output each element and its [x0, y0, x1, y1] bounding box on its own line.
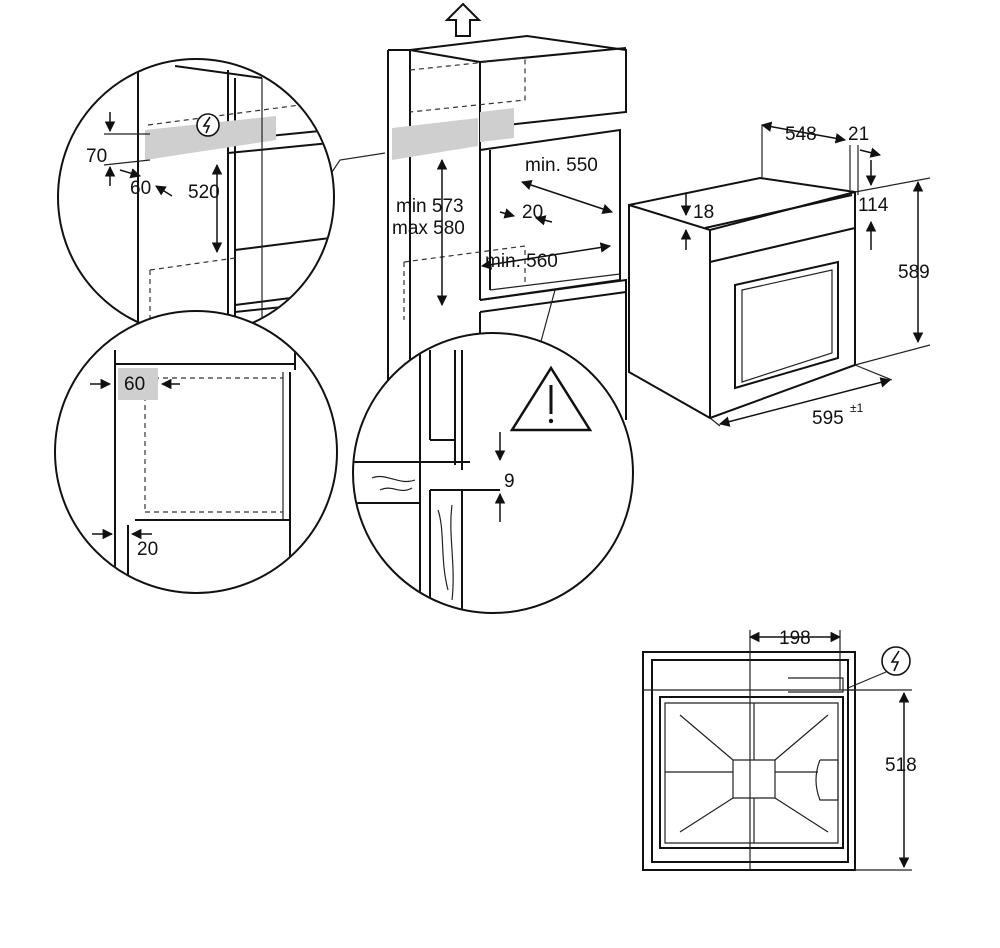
dim-520: 520	[188, 182, 220, 203]
dim-20-low: 20	[137, 539, 158, 560]
power-symbol-icon-rear	[847, 646, 911, 689]
dim-gap-20: 20	[522, 202, 543, 223]
dim-70: 70	[86, 146, 107, 167]
dim-18: 18	[693, 202, 714, 223]
dim-9: 9	[504, 471, 515, 492]
dim-min-height: min 573	[396, 196, 464, 217]
up-arrow-icon	[444, 2, 482, 37]
dim-min-depth: min. 550	[525, 155, 598, 176]
dim-518: 518	[885, 755, 917, 776]
dim-21: 21	[848, 124, 869, 145]
dim-589: 589	[898, 262, 930, 283]
cabinet-drawing: min 573 max 580 min. 550 20 min. 560	[299, 2, 627, 420]
dim-60-top: 60	[130, 178, 151, 199]
dim-595: 595	[812, 408, 844, 429]
dim-min-width: min. 560	[485, 251, 558, 272]
dim-198: 198	[779, 628, 811, 649]
detail-circle-middle: 60 20	[54, 310, 338, 594]
dim-60-mid: 60	[124, 374, 145, 395]
dim-548: 548	[785, 124, 817, 145]
oven-rack	[664, 702, 839, 844]
detail-circle-top: 70 60 520	[57, 58, 335, 336]
warning-triangle-icon	[509, 365, 593, 432]
dim-595-tolerance: ±1	[850, 401, 864, 415]
power-symbol-icon	[196, 113, 220, 137]
oven-drawing: 548 21 18 114 589 595 ±1	[628, 121, 931, 429]
dim-114: 114	[858, 195, 889, 216]
detail-circle-bottom: 9	[352, 332, 634, 614]
dim-max-height: max 580	[392, 218, 465, 239]
oven-rear-view: 198 518	[642, 628, 917, 871]
